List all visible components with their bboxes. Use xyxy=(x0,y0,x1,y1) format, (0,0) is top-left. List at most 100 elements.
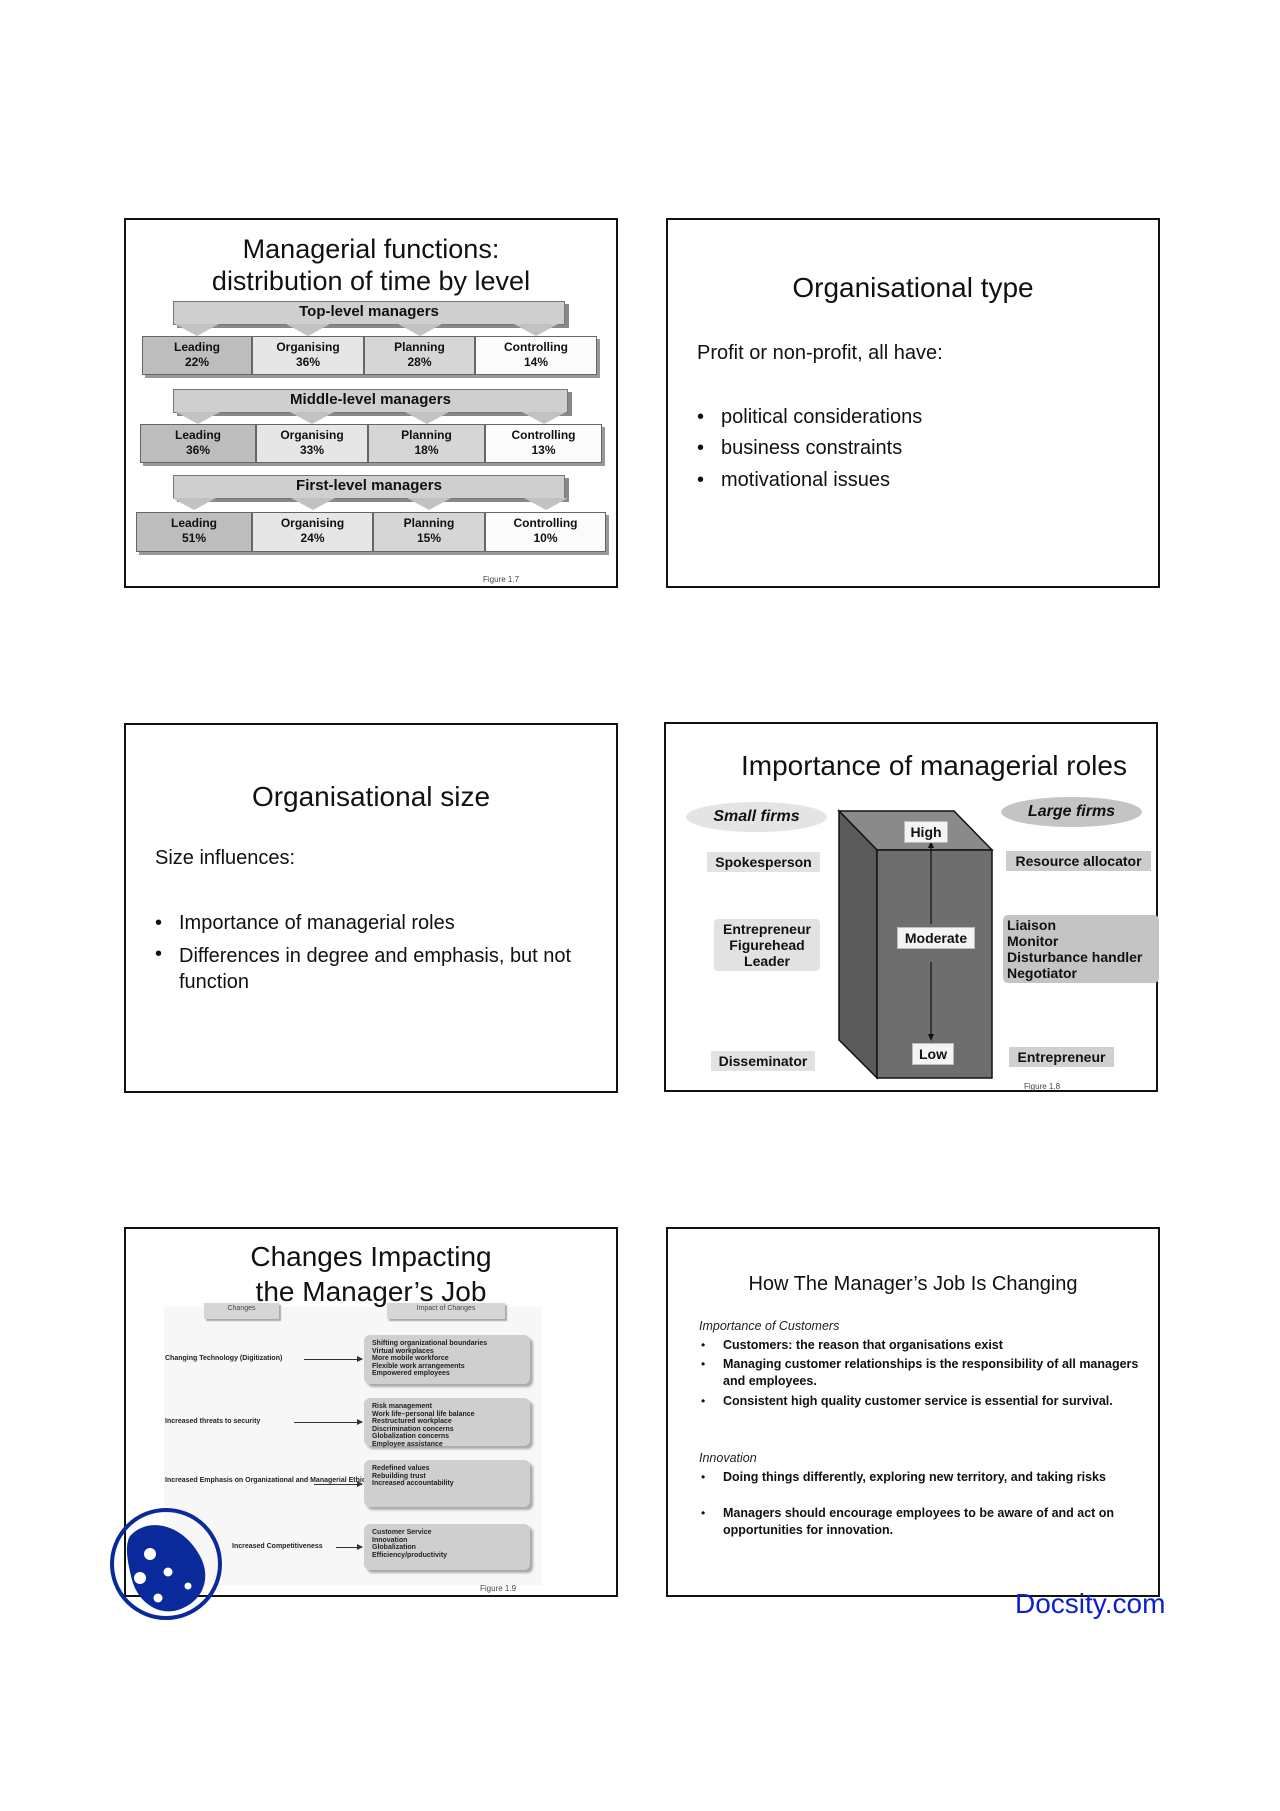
function-percent: 13% xyxy=(531,443,556,457)
role-item: Entrepreneur xyxy=(723,921,811,937)
impact-item: Rebuilding trust xyxy=(372,1472,426,1480)
slide-managerial-roles: Importance of managerial roles Small fir… xyxy=(664,722,1159,1092)
impact-item: Increased accountability xyxy=(372,1480,454,1487)
bullet-icon: • xyxy=(701,1357,706,1371)
bullet-item: Doing things differently, exploring new … xyxy=(723,1470,1106,1484)
function-name: Leading xyxy=(174,428,221,442)
bullet-item: Managing customer relationships is the r… xyxy=(723,1357,1139,1388)
level-high: High xyxy=(904,821,948,843)
arrow-icon xyxy=(314,1481,363,1487)
role-item: Liaison xyxy=(1007,917,1057,933)
large-role-moderate: Liaison Monitor Disturbance handler Nego… xyxy=(1003,915,1159,983)
impact-item: Work life–personal life balance xyxy=(372,1410,475,1418)
slide-title-line1: Changes Impacting xyxy=(250,1241,492,1272)
arrow-icon xyxy=(336,1544,363,1550)
function-percent: 18% xyxy=(414,443,439,457)
impact-item: Flexible work arrangements xyxy=(372,1362,465,1370)
section-heading: Importance of Customers xyxy=(699,1319,840,1333)
bullet-item: Differences in degree and emphasis, but … xyxy=(179,945,572,993)
down-arrow-icon xyxy=(407,498,451,512)
impact-item: Efficiency/productivity xyxy=(372,1551,448,1559)
importance-column-graphic xyxy=(837,809,994,1080)
function-name: Planning xyxy=(401,428,452,442)
role-item: Figurehead xyxy=(729,937,805,953)
small-role-low: Disseminator xyxy=(711,1051,815,1071)
down-arrow-icon xyxy=(176,412,220,424)
impact-item: Employee assistance xyxy=(372,1440,443,1448)
level-banner: Top-level managers xyxy=(173,301,565,325)
changes-header: Changes xyxy=(204,1303,279,1319)
function-percent: 15% xyxy=(416,531,442,545)
small-role-moderate: Entrepreneur Figurehead Leader xyxy=(714,919,820,971)
function-name: Planning xyxy=(403,516,455,530)
slide-title: How The Manager’s Job Is Changing xyxy=(748,1273,1078,1295)
bullet-icon: • xyxy=(701,1470,706,1484)
down-arrow-icon xyxy=(286,324,330,336)
impact-item: Virtual workplaces xyxy=(372,1347,434,1355)
slide-organisational-type: Organisational type Profit or non-profit… xyxy=(666,218,1160,588)
down-arrow-icon xyxy=(523,498,568,512)
bullet-icon: • xyxy=(697,469,705,491)
function-percent: 33% xyxy=(299,443,325,457)
slide-title: Organisational size xyxy=(251,781,491,812)
bullet-item: political considerations xyxy=(721,406,923,428)
function-name: Planning xyxy=(394,340,445,354)
slide-title-line2: distribution of time by level xyxy=(211,266,531,296)
level-banner: First-level managers xyxy=(173,475,565,499)
docsity-watermark-link[interactable]: Docsity.com xyxy=(1015,1588,1166,1619)
function-name: Controlling xyxy=(513,516,578,530)
down-arrow-icon xyxy=(290,412,334,424)
function-percent: 10% xyxy=(533,531,558,545)
bullet-icon: • xyxy=(701,1506,706,1520)
down-arrow-icon xyxy=(172,498,216,512)
function-percent: 51% xyxy=(181,531,207,545)
function-percent: 28% xyxy=(407,355,432,369)
change-label: Increased Competitiveness xyxy=(232,1543,323,1550)
bullet-item: Consistent high quality customer service… xyxy=(723,1394,1113,1408)
impact-item: Risk management xyxy=(372,1403,432,1410)
function-name: Organising xyxy=(280,428,344,442)
level-low: Low xyxy=(912,1043,954,1065)
function-percent: 36% xyxy=(185,443,211,457)
function-percent: 36% xyxy=(295,355,321,369)
figure-label: Figure 1.9 xyxy=(480,1584,517,1593)
slide-title: Importance of managerial roles xyxy=(741,750,1127,781)
change-label: Changing Technology (Digitization) xyxy=(165,1355,283,1362)
impact-item: Discrimination concerns xyxy=(372,1425,454,1433)
bullet-item: Customers: the reason that organisations… xyxy=(723,1338,1003,1352)
slide-managerial-functions: Managerial functions: distribution of ti… xyxy=(124,218,618,588)
bullet-icon: • xyxy=(697,437,705,459)
impact-item: Redefined values xyxy=(372,1465,430,1472)
bullet-item: Importance of managerial roles xyxy=(179,912,455,934)
impact-item: Shifting organizational boundaries xyxy=(372,1340,488,1347)
function-percent: 22% xyxy=(184,355,210,369)
slide-title-line1: Managerial functions: xyxy=(242,234,500,264)
docsity-logo-icon xyxy=(110,1508,222,1620)
down-arrow-icon xyxy=(290,498,335,512)
level-banner: Middle-level managers xyxy=(173,389,568,413)
slide-changes-impacting: Changes Impacting the Manager’s Job Chan… xyxy=(124,1227,618,1597)
bullet-icon: • xyxy=(155,943,163,965)
function-percent: 24% xyxy=(300,531,325,545)
large-role-high: Resource allocator xyxy=(1006,851,1151,871)
down-arrow-icon xyxy=(521,412,566,424)
down-arrow-icon xyxy=(175,324,219,336)
change-label: Increased Emphasis on Organizational and… xyxy=(165,1477,370,1484)
function-name: Leading xyxy=(170,516,217,530)
impact-item: Customer Service xyxy=(372,1529,432,1536)
function-name: Controlling xyxy=(511,428,576,442)
